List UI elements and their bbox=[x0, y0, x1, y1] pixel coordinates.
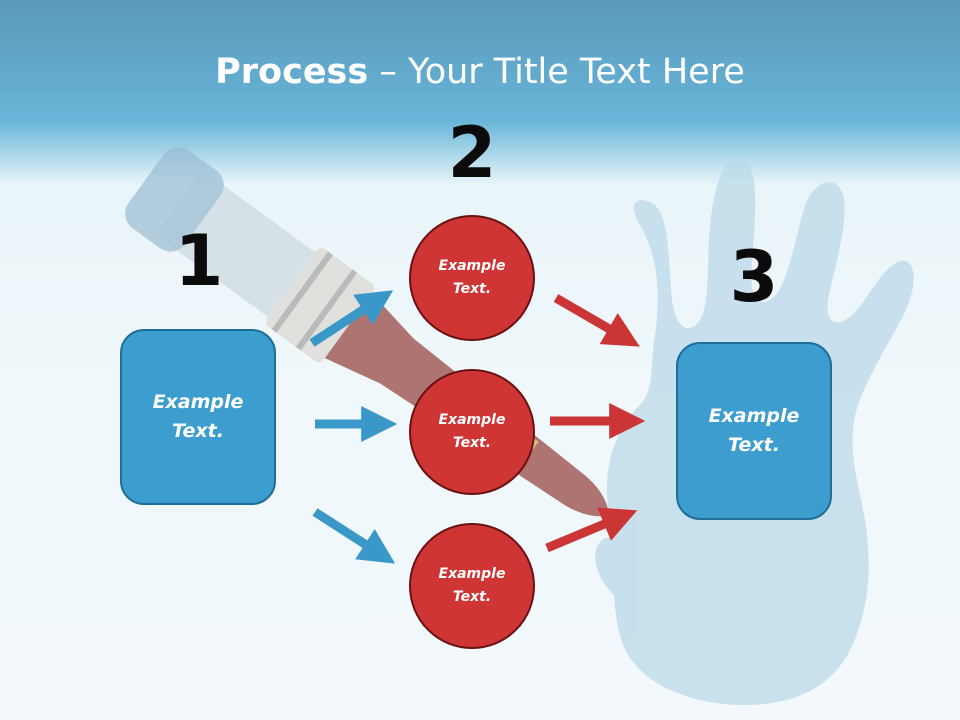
circle-top-line2: Text. bbox=[452, 281, 492, 297]
title-rest: – Your Title Text Here bbox=[368, 52, 745, 92]
slide-title: Process – Your Title Text Here bbox=[0, 52, 960, 92]
title-bold: Process bbox=[215, 52, 369, 92]
arrow-blue-up bbox=[309, 290, 394, 347]
circle-middle-line2: Text. bbox=[452, 435, 492, 451]
left-box-line2: Text. bbox=[172, 420, 224, 442]
step-number-1: 1 bbox=[174, 220, 224, 302]
arrow-blue-down bbox=[312, 508, 396, 564]
right-text-box[interactable]: Example Text. bbox=[676, 342, 832, 520]
circle-top-line1: Example bbox=[438, 258, 506, 274]
left-text-box[interactable]: Example Text. bbox=[120, 329, 276, 505]
right-box-line1: Example bbox=[708, 405, 800, 427]
step-number-3: 3 bbox=[729, 236, 779, 318]
circle-bottom-line1: Example bbox=[438, 566, 506, 582]
circle-bottom[interactable]: Example Text. bbox=[409, 523, 535, 649]
circle-middle[interactable]: Example Text. bbox=[409, 369, 535, 495]
arrow-red-down bbox=[553, 294, 640, 347]
left-box-line1: Example bbox=[152, 391, 244, 413]
circle-top[interactable]: Example Text. bbox=[409, 215, 535, 341]
right-box-line2: Text. bbox=[728, 434, 780, 456]
circle-middle-line1: Example bbox=[438, 412, 506, 428]
circle-bottom-line2: Text. bbox=[452, 589, 492, 605]
arrow-red-up bbox=[545, 507, 638, 553]
step-number-2: 2 bbox=[447, 112, 497, 194]
